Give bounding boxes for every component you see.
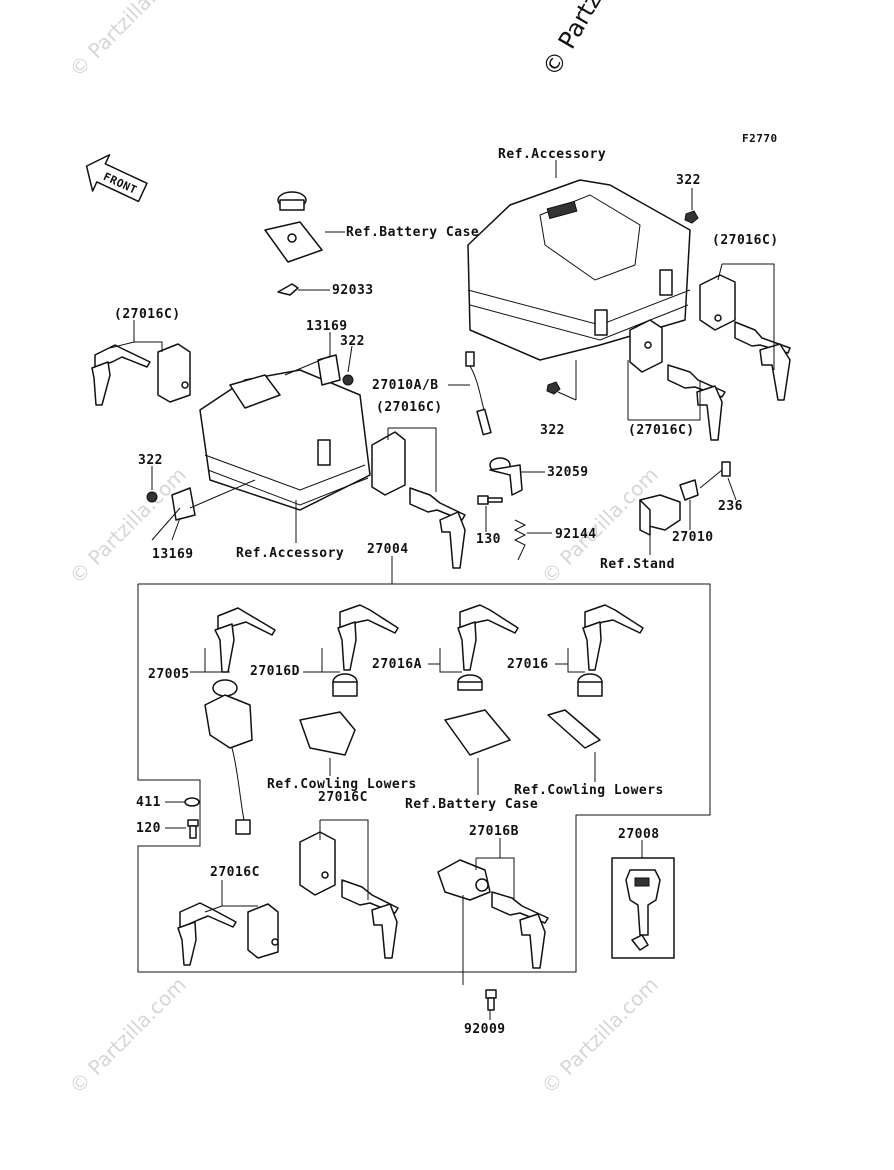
washer-411-icon [184,797,200,807]
figure-code: F2770 [742,132,778,145]
top-case-right [467,179,691,361]
watermark-bottom-right: © Partzilla.com [537,972,663,1098]
label-27005: 27005 [148,667,190,682]
key-27008-card [611,857,675,959]
label-27016c-e: 27016C [318,790,368,805]
label-27016: 27016 [507,657,549,672]
label-27016c-b: (27016C) [114,307,181,322]
label-322-b: 322 [340,334,365,349]
leader-lines-top-left [109,320,437,543]
key-icon [91,344,466,569]
label-ref-accessory-mid: Ref.Accessory [236,546,344,561]
label-27016c-c: (27016C) [376,400,443,415]
plate-13169-icon [317,354,341,386]
label-ref-cowling-lowers-a: Ref.Cowling Lowers [267,777,417,792]
watermark-bottom-left: © Partzilla.com [65,972,191,1098]
label-27016b: 27016B [469,824,519,839]
key-icon [667,321,791,441]
copyright-mark: © Partzilla [537,0,624,81]
label-ref-accessory-top: Ref.Accessory [498,147,606,162]
label-ref-stand: Ref.Stand [600,557,675,572]
label-27008: 27008 [618,827,660,842]
lock-27016a-icon [444,674,511,756]
lock-27016d-icon [299,673,358,756]
key-icon [214,607,276,673]
label-27016c-f: 27016C [210,865,260,880]
key-icon [177,902,237,966]
key-icon [491,891,549,969]
label-236: 236 [718,499,743,514]
label-322-d: 322 [138,453,163,468]
bolt-92009-icon [485,989,497,1011]
nut-322-icon [146,491,158,503]
battery-case-cap [264,191,323,263]
clip-92033-icon [277,283,299,296]
key-icon [337,604,399,671]
screw-120-icon [187,819,199,839]
label-322-a: 322 [676,173,701,188]
lock-27016c-icon [299,831,336,896]
top-case-left [199,369,371,511]
label-27016d: 27016D [250,664,300,679]
label-13169-a: 13169 [306,319,348,334]
leader-lines-top-right [555,160,775,421]
label-130: 130 [476,532,501,547]
part-labels: Ref.Accessory 322 (27016C) Ref.Battery C… [114,147,779,1037]
nut-322-icon [684,210,699,224]
label-27010ab: 27010A/B [372,378,439,393]
key-icon [457,604,519,671]
label-13169-b: 13169 [152,547,194,562]
label-322-c: 322 [540,423,565,438]
label-ref-battery-case-top: Ref.Battery Case [346,225,479,240]
label-ref-cowling-lowers-b: Ref.Cowling Lowers [514,783,664,798]
label-27016c-d: (27016C) [628,423,695,438]
label-92009: 92009 [464,1022,506,1037]
label-27010: 27010 [672,530,714,545]
label-27016a: 27016A [372,657,422,672]
lock-cylinder-icon [629,274,736,373]
lock-27016c-icon [247,903,279,959]
label-120: 120 [136,821,161,836]
bolt-130-icon [477,495,503,505]
plate-13169-icon [171,487,196,521]
key-icon [341,879,399,959]
switch-27010ab-icon [465,351,492,436]
label-32059: 32059 [547,465,589,480]
label-92144: 92144 [555,527,597,542]
lock-cylinder-icon [157,343,406,496]
spring-92144-icon [513,519,527,561]
ignition-switch-27005-icon [204,679,253,835]
key-icon [582,604,644,671]
label-27016c-a: (27016C) [712,233,779,248]
nut-322-icon [342,374,354,386]
lock-27016b-icon [437,859,491,901]
kit-27004-outline [137,556,711,973]
watermark-top-left: © Partzilla.com [65,0,191,82]
label-27004: 27004 [367,542,409,557]
front-arrow-icon: FRONT [85,154,148,203]
switch-27010-icon [639,461,731,536]
label-ref-battery-case-bottom: Ref.Battery Case [405,797,538,812]
label-92033: 92033 [332,283,374,298]
bracket-32059-icon [489,457,523,496]
label-411: 411 [136,795,161,810]
nut-322-icon [546,381,561,395]
watermark-mid-left: © Partzilla.com [65,462,191,588]
lock-27016-icon [547,673,603,749]
